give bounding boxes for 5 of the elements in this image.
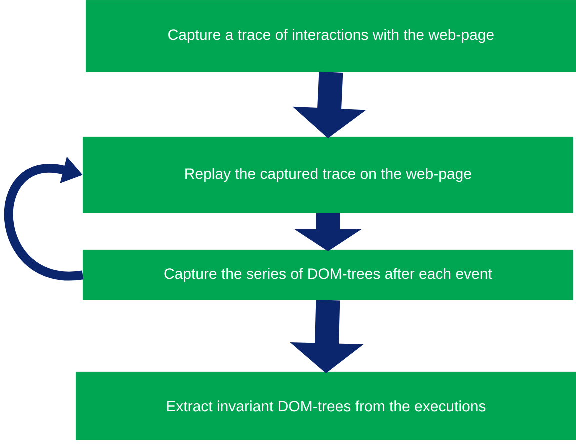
process-box: Capture the series of DOM-trees after each event <box>83 250 574 300</box>
process-box: Capture a trace of interactions with the web-page <box>86 0 576 72</box>
curved-arrow <box>4 156 84 280</box>
process-box: Replay the captured trace on the web-page <box>83 137 574 214</box>
process-box: Extract invariant DOM-trees from the executions <box>76 372 576 440</box>
